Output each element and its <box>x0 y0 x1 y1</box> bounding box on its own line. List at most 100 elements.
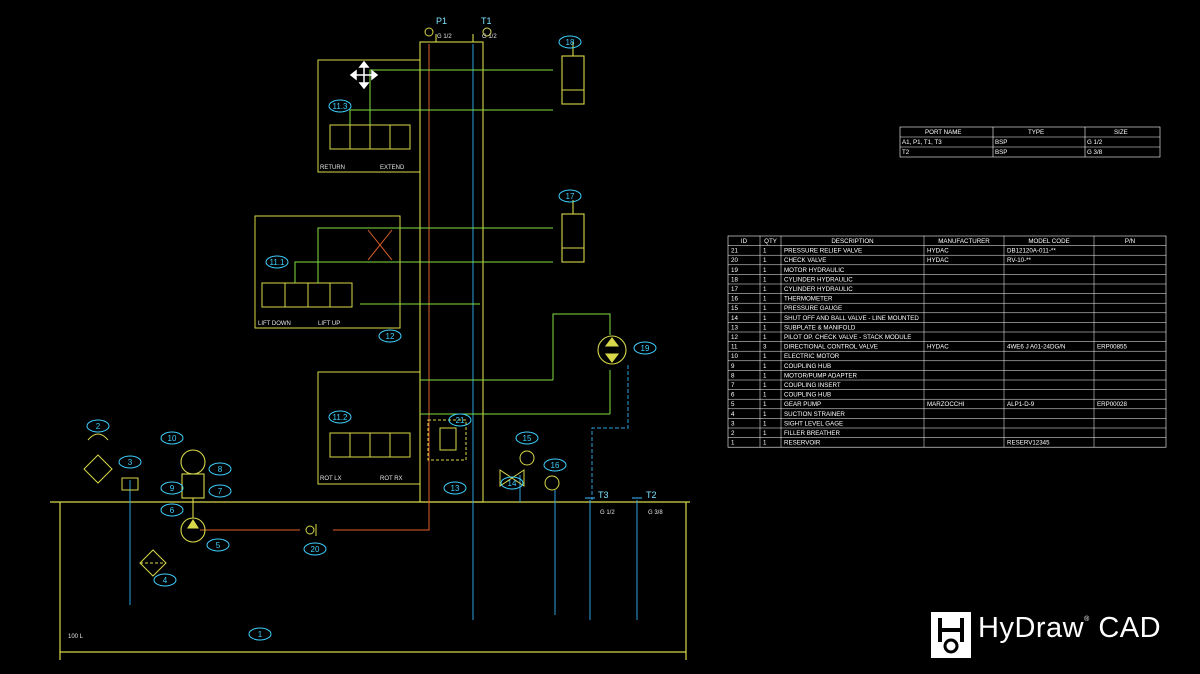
bom-cell: THERMOMETER <box>784 296 833 303</box>
sight-gauge-3 <box>121 477 139 491</box>
bom-cell: ELECTRIC MOTOR <box>784 353 840 360</box>
bom-cell: PRESSURE GAUGE <box>784 305 842 312</box>
port-table-header-size: SIZE <box>1114 129 1128 136</box>
bom-cell: 6 <box>731 392 735 399</box>
bom-cell: COUPLING HUB <box>784 363 831 370</box>
bom-cell: 1 <box>763 315 767 322</box>
valve-11-2-label-left: ROT LX <box>320 476 342 482</box>
port-table-cell: BSP <box>995 149 1007 156</box>
bom-cell: MOTOR/PUMP ADAPTER <box>784 372 858 379</box>
valve-11-3-label-left: RETURN <box>320 165 345 171</box>
bom-cell: 7 <box>731 382 735 389</box>
bom-cell: 3 <box>763 344 767 351</box>
valve-11-1-pilot-check <box>367 229 393 261</box>
bom-header-cell: DESCRIPTION <box>831 238 873 245</box>
bom-cell: DIRECTIONAL CONTROL VALVE <box>784 344 878 351</box>
bom-cell: 11 <box>731 344 738 351</box>
bom-header-cell: ID <box>741 238 748 245</box>
bubble-7: 7 <box>208 484 232 498</box>
hydraw-logo-icon <box>938 618 964 654</box>
bom-cell: 1 <box>763 305 767 312</box>
hydraulic-motor-19 <box>597 335 627 365</box>
bom-cell: 1 <box>763 372 767 379</box>
bom-cell: 1 <box>763 257 767 264</box>
logo-registered: ® <box>1084 616 1090 623</box>
bom-cell: ALP1-D-9 <box>1007 401 1035 408</box>
bubble-8: 8 <box>208 462 232 476</box>
bubble-13: 13 <box>443 481 467 495</box>
bom-cell: SHUT OFF AND BALL VALVE - LINE MOUNTED <box>784 315 919 322</box>
bom-cell: 1 <box>731 440 735 447</box>
bubble-4: 4 <box>153 573 177 587</box>
reservoir-volume-label: 100 L <box>68 634 84 640</box>
svg-text:7: 7 <box>218 487 223 496</box>
relief-valve-21 <box>427 419 467 461</box>
svg-text:9: 9 <box>170 484 175 493</box>
svg-text:12: 12 <box>386 332 395 341</box>
svg-text:4: 4 <box>163 576 168 585</box>
bom-cell: COUPLING HUB <box>784 392 831 399</box>
valve-11-2-label-right: ROT RX <box>380 476 403 482</box>
valve-11-1-label-right: LIFT UP <box>318 321 340 327</box>
port-p1-size: G 1/2 <box>437 34 452 40</box>
bom-cell: MARZOCCHI <box>927 401 965 408</box>
bom-cell: 12 <box>731 334 738 341</box>
thermometer-16 <box>544 475 560 491</box>
bom-cell: 1 <box>763 276 767 283</box>
port-t1-size: G 1/2 <box>482 34 497 40</box>
strainer-4 <box>139 549 167 577</box>
svg-text:21: 21 <box>456 416 465 425</box>
bom-cell: MOTOR HYDRAULIC <box>784 267 845 274</box>
bom-cell: 1 <box>763 392 767 399</box>
bubble-1: 1 <box>248 627 272 641</box>
bom-cell: 1 <box>763 324 767 331</box>
bom-cell: GEAR PUMP <box>784 401 821 408</box>
bom-cell: 4 <box>731 411 735 418</box>
filler-breather-2 <box>83 433 113 484</box>
bom-cell: 1 <box>763 401 767 408</box>
tank-port-t2-size: G 3/8 <box>648 510 663 516</box>
cylinder-18 <box>561 42 585 105</box>
valve-11-3-work-lines <box>349 69 553 125</box>
move-cursor-icon <box>349 60 379 90</box>
bubble-11-1: 11.1 <box>265 255 289 269</box>
hydraw-logo-mark <box>931 612 971 658</box>
bubble-10: 10 <box>160 431 184 445</box>
svg-text:11.2: 11.2 <box>333 413 349 422</box>
svg-text:10: 10 <box>168 434 177 443</box>
bom-cell: RV-10-** <box>1007 257 1032 264</box>
bubble-6: 6 <box>160 503 184 517</box>
pressure-gauge-15 <box>519 450 535 466</box>
tank-port-t3-label: T3 <box>598 490 609 500</box>
svg-text:5: 5 <box>216 541 221 550</box>
svg-text:16: 16 <box>551 461 560 470</box>
port-table-header-name: PORT NAME <box>925 129 962 136</box>
cylinder-17 <box>561 200 585 263</box>
valve-11-2-work-lines <box>420 313 611 415</box>
port-table-cell: G 1/2 <box>1087 139 1103 146</box>
logo-suffix: CAD <box>1098 612 1162 644</box>
port-t1-label: T1 <box>481 16 492 26</box>
valve-11-1-work-lines <box>294 227 553 305</box>
bom-cell: 1 <box>763 420 767 427</box>
port-table-cell: G 3/8 <box>1087 149 1103 156</box>
valve-11-3-label-right: EXTEND <box>380 165 405 171</box>
bom-cell: 3 <box>731 420 735 427</box>
bom-cell: 19 <box>731 267 738 274</box>
bom-cell: 1 <box>763 286 767 293</box>
svg-text:3: 3 <box>128 458 133 467</box>
pressure-line <box>200 44 430 531</box>
svg-text:19: 19 <box>641 344 650 353</box>
bom-cell: HYDAC <box>927 248 949 255</box>
hydraw-logo-wordmark: HyDraw® CAD <box>978 612 1161 645</box>
bubble-16: 16 <box>543 458 567 472</box>
svg-text:14: 14 <box>508 479 517 488</box>
ball-valve-14 <box>499 469 525 487</box>
bom-header-cell: QTY <box>764 238 777 245</box>
bom-cell: 16 <box>731 296 738 303</box>
bom-cell: 17 <box>731 286 738 293</box>
bom-cell: 10 <box>731 353 738 360</box>
bom-cell: 1 <box>763 296 767 303</box>
